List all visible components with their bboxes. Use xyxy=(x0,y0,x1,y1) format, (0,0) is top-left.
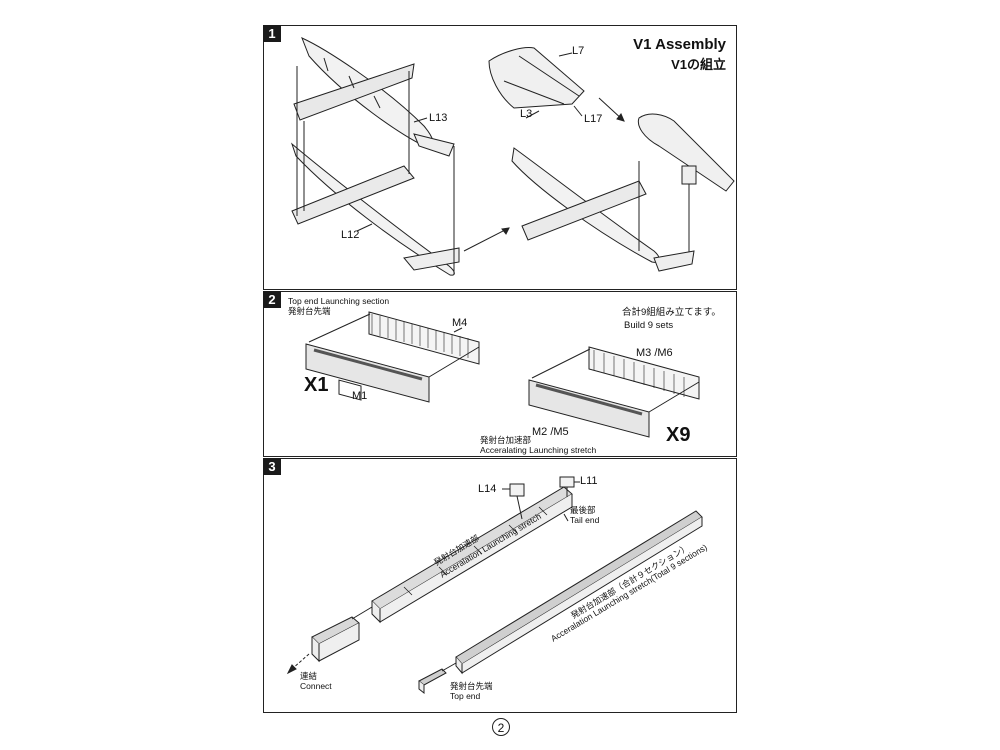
step1-drawing xyxy=(290,37,735,276)
assembled-v1-wing xyxy=(521,180,647,241)
part-l13-label: L13 xyxy=(429,112,448,124)
page-number: 2 xyxy=(492,718,510,736)
build-sets-en: Build 9 sets xyxy=(624,320,674,331)
part-l7-label: L7 xyxy=(572,45,585,57)
x1-count: X1 xyxy=(304,374,329,396)
step1-number: 1 xyxy=(263,25,281,42)
v1-lower-tail xyxy=(403,247,460,271)
m2-m5-rail xyxy=(528,379,650,438)
connect-label-en: Connect xyxy=(300,681,332,691)
accel-label-jp: 発射台加速部 xyxy=(480,435,532,445)
step3-number: 3 xyxy=(263,458,281,475)
m4-rail xyxy=(368,311,480,365)
part-l3-label: L3 xyxy=(520,108,533,120)
m1-rail xyxy=(305,343,430,403)
step3-panel: 3 xyxy=(263,458,737,713)
part-m4-label: M4 xyxy=(452,317,468,329)
top-end-piece-lower xyxy=(418,668,447,686)
part-l14 xyxy=(509,483,525,497)
top-end-label-en: Top end Launching section xyxy=(288,296,390,306)
part-l11 xyxy=(559,476,575,488)
tail-end-label-jp: 最後部 xyxy=(570,505,596,515)
accel-stretch-upper xyxy=(371,486,573,610)
build-sets-jp: 合計9組組み立てます。 xyxy=(622,307,721,318)
step1-panel: 1 V1 Assembly V1の組立 xyxy=(263,25,737,290)
part-m2-m5-label: M2 /M5 xyxy=(532,426,569,438)
tail-end-label-en: Tail end xyxy=(570,515,600,525)
step2-number: 2 xyxy=(263,291,281,308)
v1-lower-wing xyxy=(291,165,415,225)
step2-panel: 2 Top end Launching section 発射台先端 合計9組組み… xyxy=(263,291,737,457)
assembled-v1-tail xyxy=(653,250,695,272)
part-l17-label: L17 xyxy=(584,113,603,125)
step3-drawing xyxy=(286,476,703,695)
part-l11-label: L11 xyxy=(580,475,598,487)
top-end-label-jp: 発射台先端 xyxy=(450,681,493,691)
x9-count: X9 xyxy=(666,424,691,446)
part-l14-label: L14 xyxy=(478,483,497,495)
v1-upper-wing xyxy=(293,63,415,121)
accel-label-en: Acceralating Launching stretch xyxy=(480,445,597,455)
assembled-engine xyxy=(637,113,735,192)
part-m3-m6-label: M3 /M6 xyxy=(636,347,673,359)
pulse-jet-engine-parts xyxy=(488,47,585,109)
top-end-label-jp: 発射台先端 xyxy=(288,306,331,316)
step1-title: V1 Assembly xyxy=(633,36,726,53)
step2-drawing xyxy=(305,311,700,438)
connect-label-jp: 連結 xyxy=(300,671,318,681)
top-end-label-en: Top end xyxy=(450,691,481,701)
part-m1-label: M1 xyxy=(352,390,368,402)
v1-upper-tail xyxy=(413,133,455,157)
step1-title-jp: V1の組立 xyxy=(671,57,726,72)
part-l12-label: L12 xyxy=(341,229,360,241)
